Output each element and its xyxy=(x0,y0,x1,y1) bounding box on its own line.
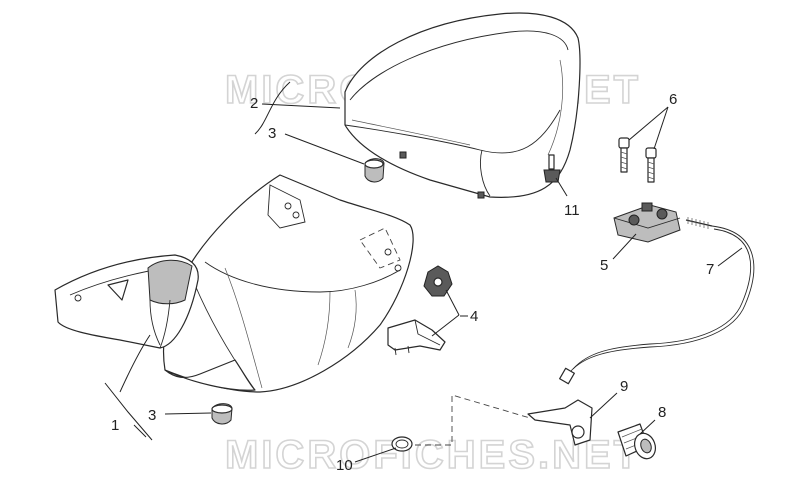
rubber-buffer-lower xyxy=(211,403,233,425)
callout-5: 5 xyxy=(600,257,608,274)
callout-7: 7 xyxy=(706,261,714,278)
callout-8: 8 xyxy=(658,404,666,421)
lock-barrel xyxy=(617,423,656,460)
callout-1: 1 xyxy=(111,417,119,434)
locking-knob xyxy=(423,265,453,297)
callout-2: 2 xyxy=(250,95,258,112)
leader-lines xyxy=(104,81,743,463)
callout-3-lower: 3 xyxy=(148,407,156,424)
callout-3-upper: 3 xyxy=(268,125,276,142)
screw-pair xyxy=(618,137,657,183)
rider-seat xyxy=(54,174,414,393)
callout-11: 11 xyxy=(564,202,580,219)
callout-6: 6 xyxy=(669,91,677,108)
callout-4: 4 xyxy=(470,308,478,325)
passenger-seat xyxy=(344,12,581,199)
snap-ring xyxy=(391,436,413,452)
seat-bracket xyxy=(387,319,446,356)
watermark-bottom: MICROFICHES.NET xyxy=(225,433,641,477)
cable-bracket xyxy=(527,399,593,446)
callout-labels: 2 3 1 3 4 5 6 7 8 9 10 11 xyxy=(111,91,714,474)
release-cable xyxy=(559,217,755,385)
callout-9: 9 xyxy=(620,378,628,395)
rubber-buffer-upper xyxy=(364,158,385,183)
assembly-line xyxy=(415,394,531,446)
callout-10: 10 xyxy=(336,457,353,474)
lock-plate xyxy=(613,202,681,243)
